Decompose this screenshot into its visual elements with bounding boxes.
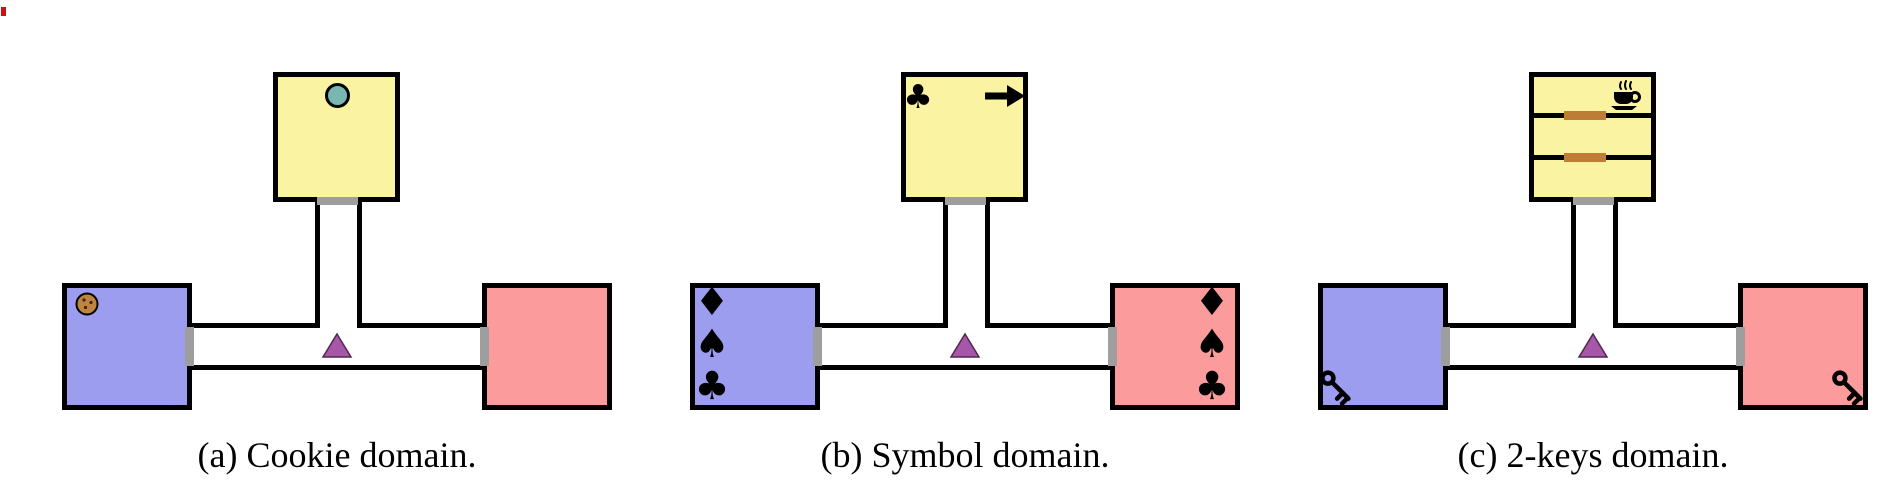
door-right-room (1736, 327, 1745, 366)
corridor-wall-vertical-right (985, 200, 990, 328)
door-left-room (185, 327, 194, 366)
corridor-wall-top-right (1617, 323, 1740, 328)
spade-icon: ♠ (694, 322, 730, 367)
club-icon: ♣ (1194, 364, 1230, 409)
key-icon (1320, 370, 1351, 406)
door-top-room (317, 197, 358, 205)
door-left-room (1441, 327, 1450, 366)
corridor-wall-vertical-left (1571, 200, 1576, 328)
coffee-cup-icon (1611, 80, 1641, 110)
door-right-room (1108, 327, 1117, 366)
locked-door-upper-icon (1564, 111, 1606, 120)
door-left-room (813, 327, 822, 366)
club-icon: ♣ (694, 364, 730, 409)
corridor-wall-bottom (1446, 365, 1740, 370)
corridor-wall-bottom (818, 365, 1112, 370)
door-top-room (1573, 197, 1614, 205)
corridor-wall-top-right (989, 323, 1112, 328)
corridor-wall-top-left (1446, 323, 1572, 328)
corridor-wall-top-right (361, 323, 484, 328)
panel-2keys-domain: (c) 2-keys domain. (1256, 0, 1884, 502)
spade-icon: ♠ (1194, 322, 1230, 367)
corridor-wall-vertical-right (1613, 200, 1618, 328)
agent-triangle-icon (1577, 332, 1609, 358)
agent-triangle-icon (949, 332, 981, 358)
panel-cookie-domain: (a) Cookie domain. (0, 0, 628, 502)
door-top-room (945, 197, 986, 205)
door-right-room (480, 327, 489, 366)
club-icon: ♣ (903, 77, 933, 116)
locked-door-lower-icon (1564, 153, 1606, 162)
panel-symbol-domain: ♣ ♦ ♠ ♣ ♦ ♠ ♣ (b) Symbol domain. (628, 0, 1256, 502)
diamond-icon: ♦ (1194, 280, 1230, 325)
left-room-blue (690, 283, 820, 410)
corridor-wall-top-left (190, 323, 316, 328)
teal-button-icon (325, 83, 350, 108)
panel-caption: (a) Cookie domain. (197, 435, 477, 475)
right-arrow-icon (985, 85, 1025, 107)
diamond-icon: ♦ (694, 280, 730, 325)
right-room-pink (482, 283, 612, 410)
agent-triangle-icon (321, 332, 353, 358)
corridor-wall-vertical-left (943, 200, 948, 328)
panel-caption: (b) Symbol domain. (820, 435, 1110, 475)
corridor-wall-bottom (190, 365, 484, 370)
corridor-wall-vertical-left (315, 200, 320, 328)
corridor-wall-top-left (818, 323, 944, 328)
panel-caption: (c) 2-keys domain. (1457, 435, 1729, 475)
cookie-icon (75, 292, 99, 316)
key-icon (1832, 370, 1863, 406)
corridor-wall-vertical-right (357, 200, 362, 328)
screenshot-artifact-dot (1, 7, 6, 16)
